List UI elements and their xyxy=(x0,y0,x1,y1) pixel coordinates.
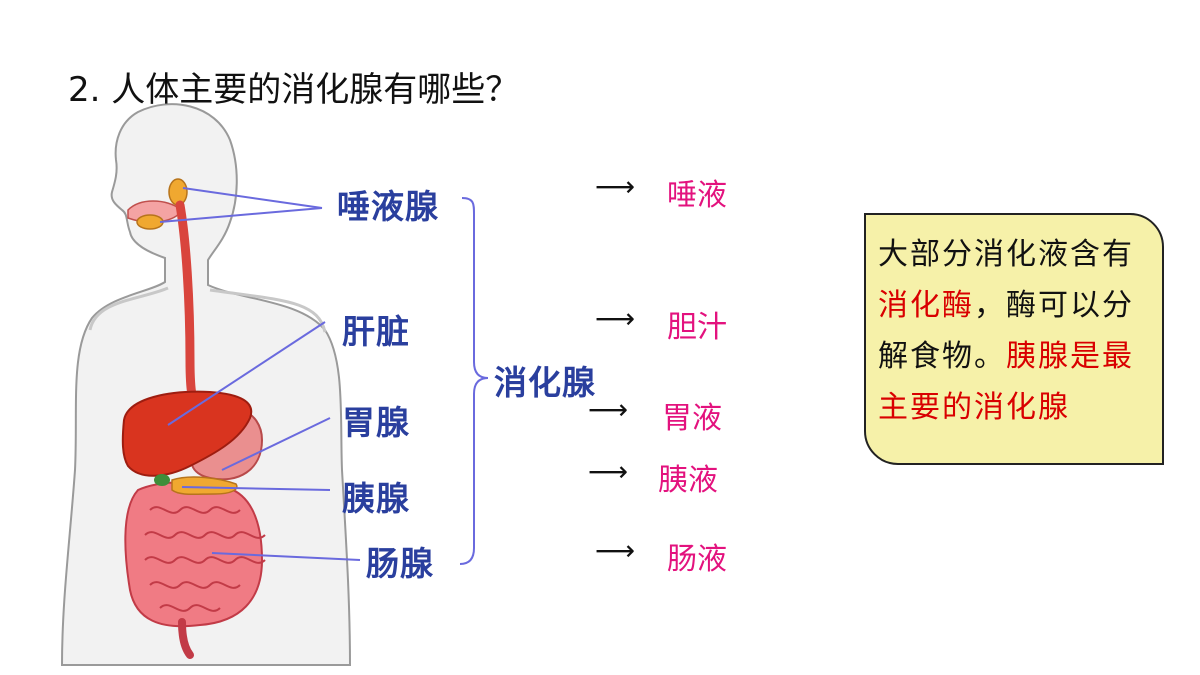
pancreas-icon xyxy=(171,476,238,496)
gland-label-liver: 肝脏 xyxy=(342,312,410,351)
gland-label-intestinal: 肠腺 xyxy=(366,544,434,583)
gallbladder-icon xyxy=(154,474,170,486)
note-highlight-enzyme: 消化酶 xyxy=(878,288,974,323)
arrow-icon: ⟶ xyxy=(595,302,636,335)
leader-lines xyxy=(159,187,361,561)
page-title: 2. 人体主要的消化腺有哪些？ xyxy=(68,70,520,110)
note-box: 大部分消化液含有消化酶，酶可以分解食物。胰腺是最主要的消化腺 xyxy=(864,213,1164,465)
salivary-gland-icon xyxy=(136,214,164,230)
note-text: 大部分消化液含有 xyxy=(878,237,1134,272)
juice-label-saliva: 唾液 xyxy=(667,178,727,213)
arrow-icon: ⟶ xyxy=(588,393,629,426)
brace-icon xyxy=(459,197,489,565)
arrow-icon: ⟶ xyxy=(588,455,629,488)
arrow-icon: ⟶ xyxy=(595,170,636,203)
juice-label-pancreatic: 胰液 xyxy=(658,463,718,498)
note-text: ，酶可以分解食物。 xyxy=(878,288,1134,374)
gland-label-gastric: 胃腺 xyxy=(342,403,410,442)
group-label: 消化腺 xyxy=(494,363,596,402)
juice-label-gastric: 胃液 xyxy=(662,401,722,436)
gland-label-salivary: 唾液腺 xyxy=(337,187,439,226)
gland-label-pancreas: 胰腺 xyxy=(342,479,410,518)
note-highlight-pancreas: 胰腺是最主要的消化腺 xyxy=(878,339,1134,425)
liver-icon xyxy=(121,390,253,477)
juice-label-bile: 胆汁 xyxy=(667,310,727,345)
juice-label-intestinal: 肠液 xyxy=(667,542,727,577)
arrow-icon: ⟶ xyxy=(595,534,636,567)
